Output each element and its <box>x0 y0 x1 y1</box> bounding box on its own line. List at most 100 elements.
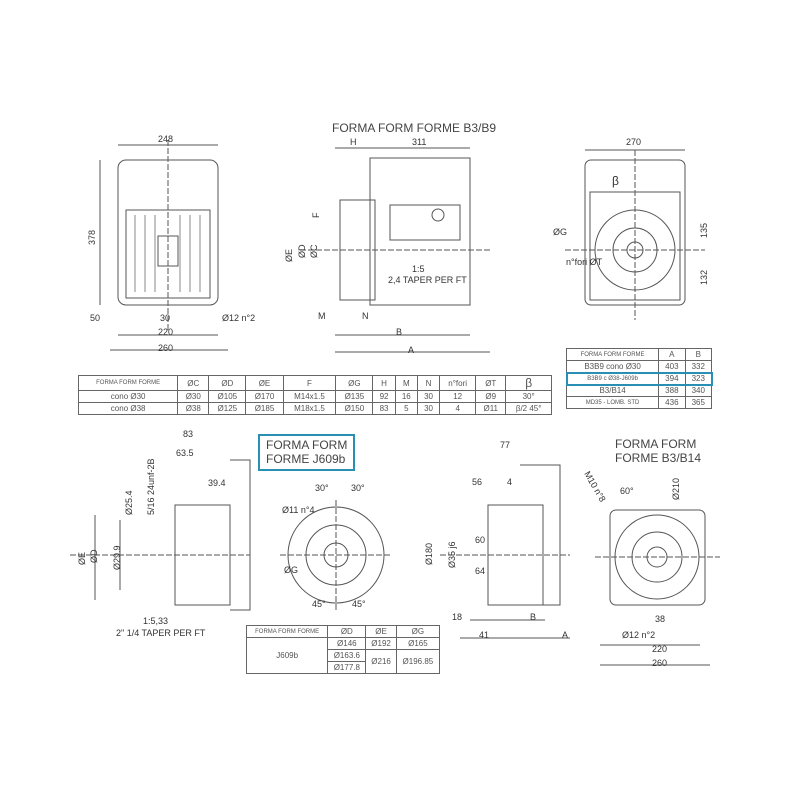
title-line: FORMA FORM <box>615 437 697 451</box>
table-cell: 16 <box>394 390 418 403</box>
dim-d: ØD <box>297 244 307 259</box>
dim-m: M <box>318 311 326 321</box>
dim-a: A <box>408 345 415 355</box>
front-view-b3b14 <box>595 509 720 666</box>
dim-210: Ø210 <box>671 477 681 500</box>
dim-b: B <box>396 327 403 337</box>
dim-77: 77 <box>500 440 511 450</box>
table-cell: Ø146 <box>327 637 367 650</box>
table-cell: 30 <box>416 390 441 403</box>
table-cell: Ø192 <box>365 637 397 650</box>
title-line: FORME B3/B14 <box>615 450 702 465</box>
table-cell: M18x1.5 <box>282 402 337 415</box>
table-cell: 5 <box>394 402 418 415</box>
thread-spec: 5/16 24unf-2B <box>146 458 156 515</box>
table-cell: 394 <box>658 372 686 385</box>
table-cell: Ø105 <box>208 390 247 403</box>
dim-hole: Ø12 n°2 <box>622 630 656 640</box>
table-header: FORMA FORM FORME <box>245 625 329 638</box>
taper-ratio: 1:5 <box>412 264 425 274</box>
table-cell: Ø11 <box>475 402 507 415</box>
dim-18: 18 <box>452 612 463 622</box>
table-cell: 83 <box>372 402 396 415</box>
table-cell: 30° <box>505 390 552 403</box>
table-cell: 30 <box>416 402 441 415</box>
table-cell: 12 <box>439 390 477 403</box>
dim-25-4: Ø25.4 <box>124 490 134 515</box>
table-header-row: FORMA FORM FORME ØC ØD ØE F ØG H M N n°f… <box>77 375 552 391</box>
table-header: ØE <box>245 375 284 391</box>
dim-e: ØE <box>77 551 87 565</box>
table-cell: MD35 - LOMB. STD <box>565 396 660 409</box>
table-cell: Ø216 <box>365 649 397 674</box>
dim-upper: 135 <box>699 222 709 238</box>
table-header-row: FORMA FORM FORME ØD ØE ØG <box>245 625 441 638</box>
dim-35-j6: Ø35 j6 <box>447 541 457 568</box>
table-cell: 92 <box>372 390 396 403</box>
holes-label: Ø11 n°4 <box>282 505 315 515</box>
table-cell: Ø125 <box>208 402 247 415</box>
table-header: FORMA FORM FORME <box>565 348 660 361</box>
dim-g: ØG <box>553 227 568 237</box>
table-header: n°fori <box>439 375 477 391</box>
table-cell: 332 <box>684 360 713 373</box>
dim-e: ØE <box>284 248 294 262</box>
dim-60: 60 <box>475 535 486 545</box>
angle-4: 45° <box>352 599 366 609</box>
table-cell: 340 <box>684 384 713 397</box>
dim-base-outer: 260 <box>158 343 174 353</box>
dim-41: 41 <box>479 630 490 640</box>
table-header: ØG <box>335 375 374 391</box>
table-cell: Ø170 <box>245 390 284 403</box>
table-cell: Ø38 <box>177 402 210 415</box>
dim-width-rear: 270 <box>626 137 642 147</box>
dim-width: 248 <box>158 134 174 144</box>
table-cell: cono Ø38 <box>77 402 179 415</box>
table-cell: J609b <box>245 637 329 674</box>
beta-angle: β <box>612 174 619 188</box>
dim-h: H <box>350 137 357 147</box>
rear-view-b3b9 <box>565 149 705 320</box>
table-cell: Ø196.85 <box>395 649 441 674</box>
table-cell: Ø163.6 <box>327 649 367 662</box>
dim-lower: 132 <box>699 269 709 285</box>
table-cell: B3B9 cono Ø30 <box>565 360 660 373</box>
table-cell: 388 <box>658 384 686 397</box>
title-line: FORMA FORM <box>266 438 348 452</box>
table-cell: Ø177.8 <box>327 661 367 674</box>
table-cell: cono Ø30 <box>77 390 179 403</box>
side-view-j609b-shaft <box>70 459 251 611</box>
table-cell: 436 <box>658 396 686 409</box>
dim-left-offset: 50 <box>90 313 101 323</box>
table-cell: 365 <box>684 396 713 409</box>
table-header: β <box>505 375 552 391</box>
table-header: M <box>394 375 418 391</box>
table-row: Ø163.6 Ø216 Ø196.85 <box>247 649 441 674</box>
dim-260: 260 <box>652 658 668 668</box>
front-view-b3b9 <box>99 140 228 351</box>
table-header: ØG <box>395 625 441 638</box>
dim-n: N <box>362 311 369 321</box>
dim-64: 64 <box>475 566 486 576</box>
table-row: Ø177.8 <box>247 661 440 674</box>
table-header-row: FORMA FORM FORME A B <box>565 348 713 361</box>
table-cell: 323 <box>684 372 713 385</box>
table-header: ØT <box>475 375 507 391</box>
dim-height: 378 <box>87 229 97 245</box>
angle-2: 30° <box>351 483 365 493</box>
dim-39-4: 39.4 <box>208 478 226 488</box>
table-cell: M14x1.5 <box>282 390 337 403</box>
dim-29-9: Ø29.9 <box>112 545 122 570</box>
j609b-title: FORMA FORM FORME J609b <box>258 434 356 471</box>
table-cell: Ø150 <box>335 402 374 415</box>
angle-60: 60° <box>620 486 634 496</box>
table-header: ØE <box>365 625 397 638</box>
holes-label: n°fori ØT <box>566 257 603 267</box>
dimension-table: FORMA FORM FORME ØC ØD ØE F ØG H M N n°f… <box>77 375 552 415</box>
table-header: ØC <box>177 375 210 391</box>
j609b-table: FORMA FORM FORME ØD ØE ØG J609b Ø146 Ø19… <box>245 625 441 674</box>
